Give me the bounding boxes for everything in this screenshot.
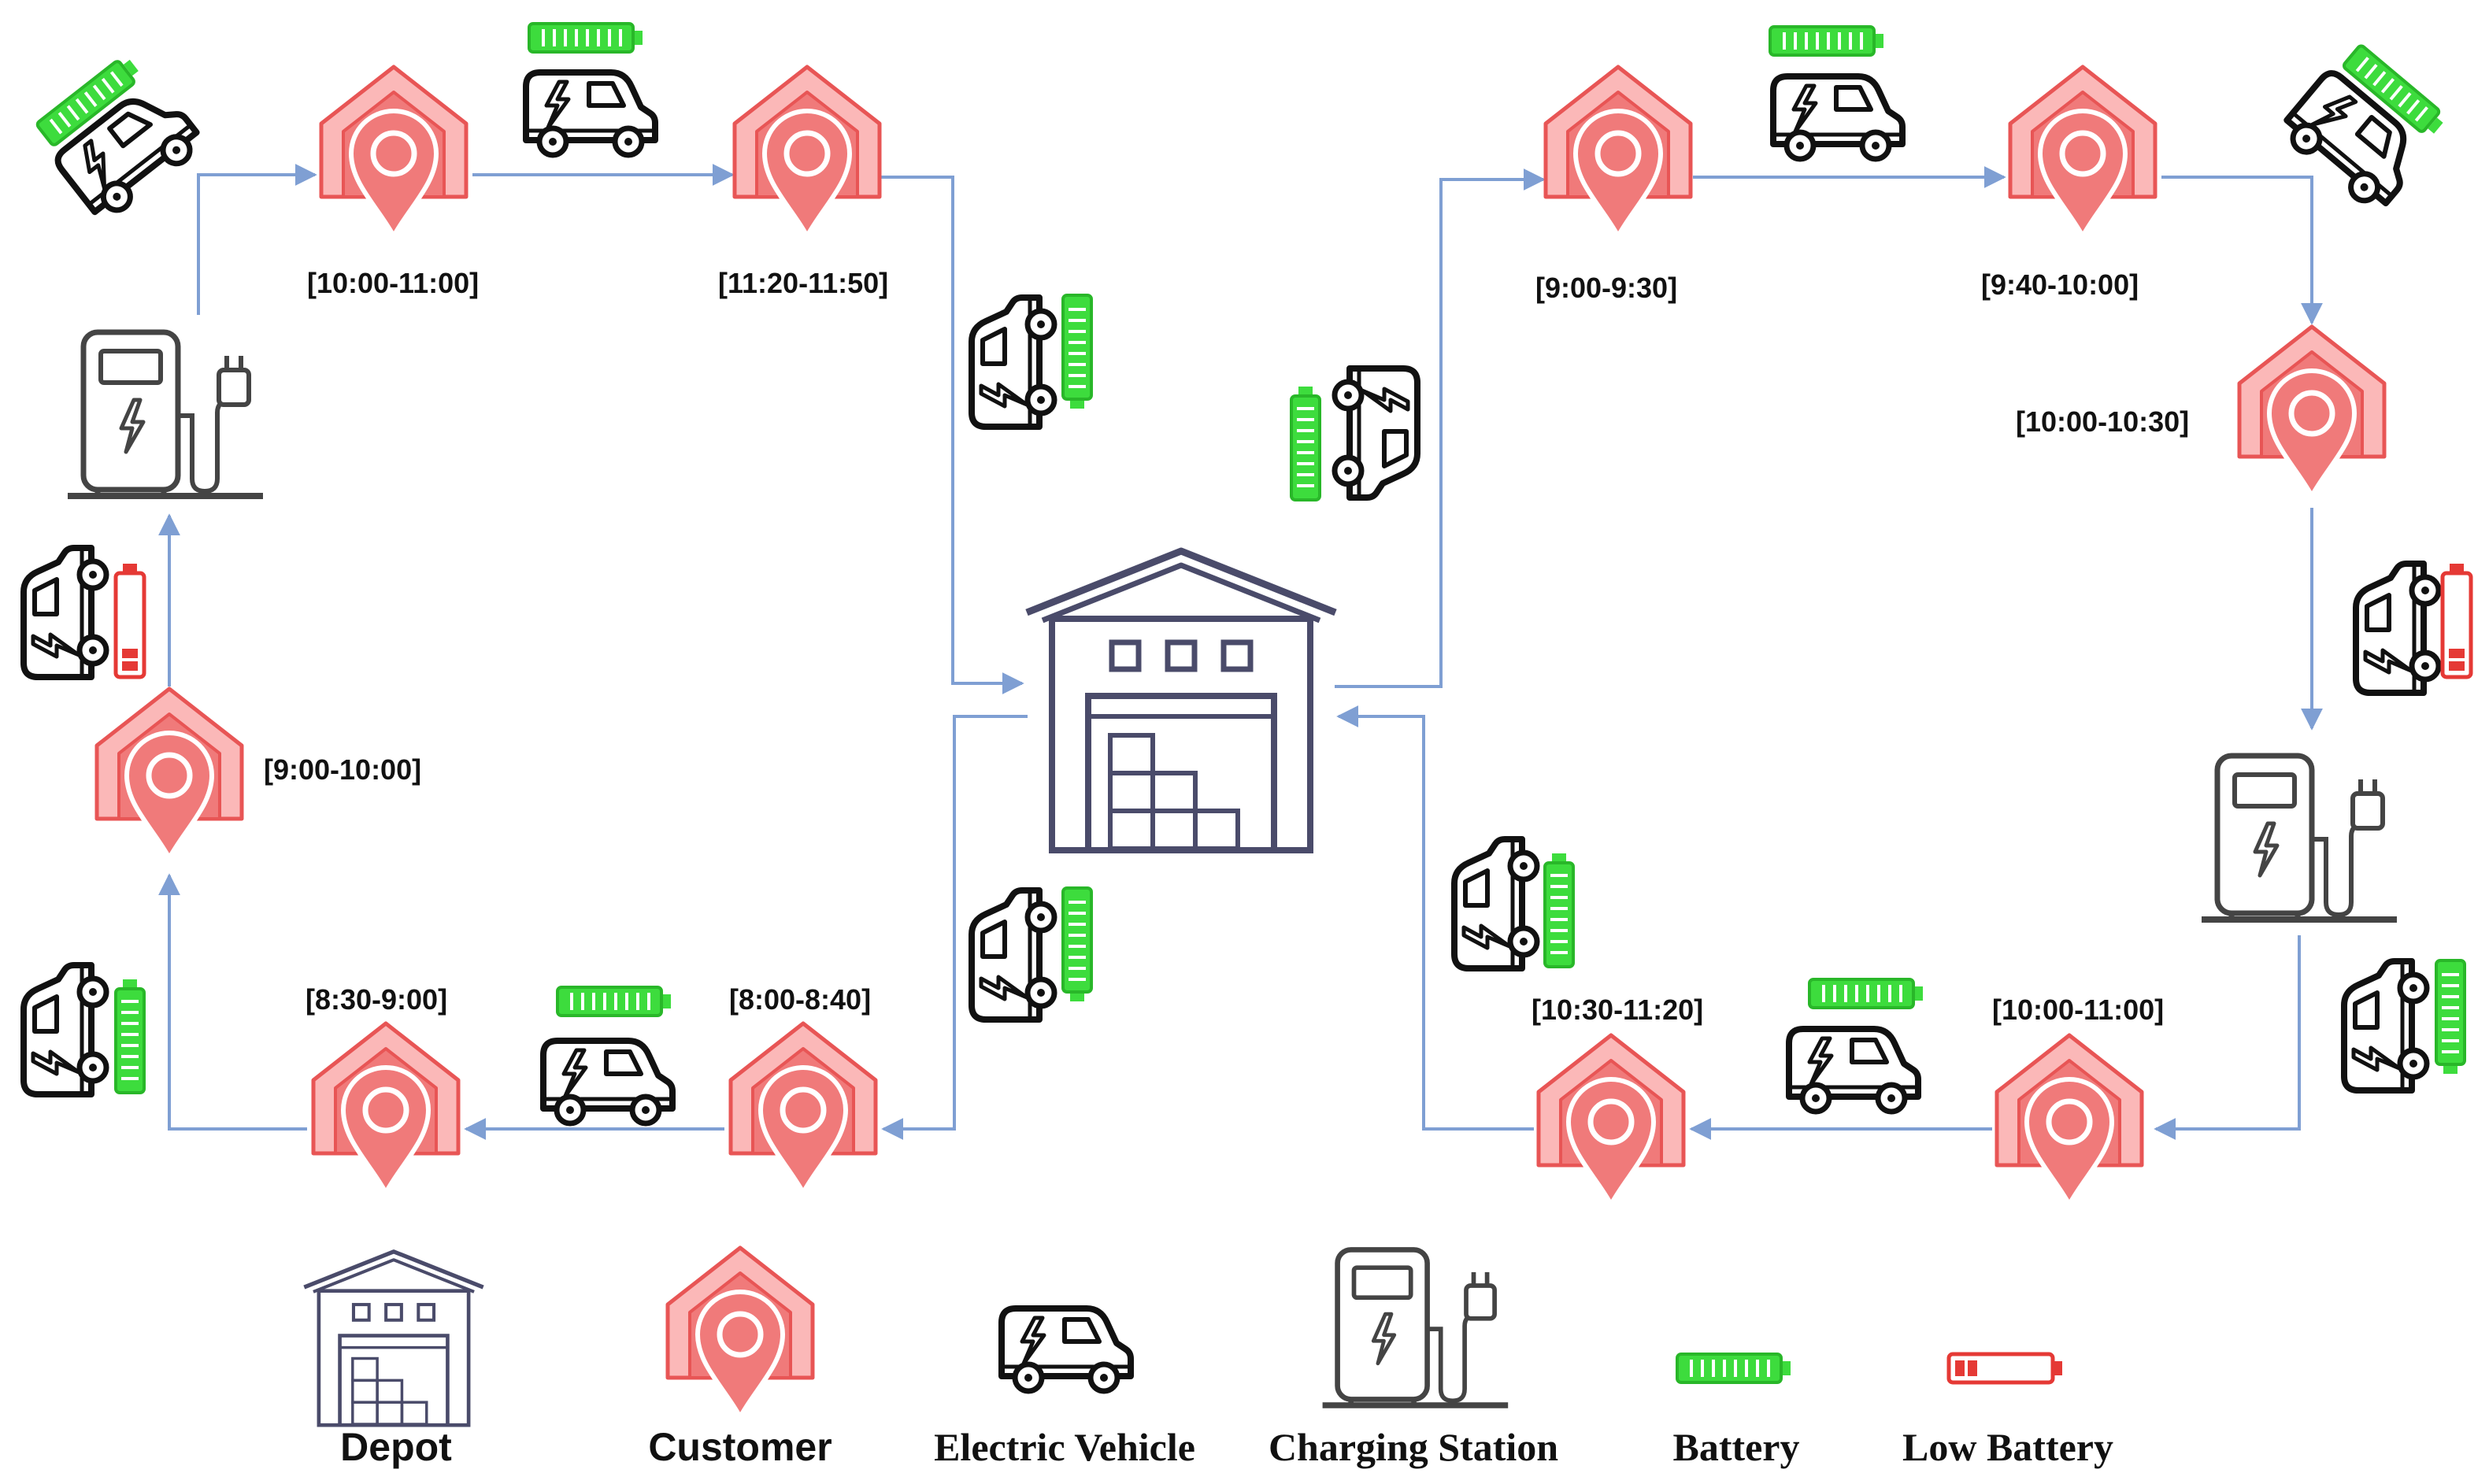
route-depot-to-r1 xyxy=(1335,168,1546,688)
customer-icon xyxy=(668,1248,813,1417)
battery-icon xyxy=(114,978,146,1094)
electric-vehicle-icon xyxy=(1002,1308,1131,1391)
legend-electric-vehicle: Electric Vehicle xyxy=(934,1308,1195,1469)
customer-icon xyxy=(735,67,880,236)
electric-vehicle-icon xyxy=(526,72,655,155)
legend-label: Low Battery xyxy=(1902,1425,2113,1469)
legend-battery: Battery xyxy=(1672,1353,1800,1469)
route-depot-to-c4 xyxy=(881,715,1028,1140)
time-window-label: [10:00-10:30] xyxy=(2016,405,2189,438)
route-charger-to-r4 xyxy=(2154,935,2301,1140)
right-route-vehicles xyxy=(1290,25,2471,1112)
battery-icon xyxy=(1769,25,1885,57)
route-c5-to-c1 xyxy=(158,873,307,1131)
left-route-lines xyxy=(158,164,1028,1140)
electric-vehicle-icon xyxy=(2277,43,2450,215)
battery-icon xyxy=(1676,1353,1792,1384)
time-window-label: [10:30-11:20] xyxy=(1532,994,1703,1026)
customer-icon xyxy=(1546,67,1691,236)
electric-vehicle-icon xyxy=(2344,961,2427,1090)
left-route-vehicles xyxy=(24,22,1093,1123)
legend-label: Customer xyxy=(648,1425,832,1469)
charging-station-icon xyxy=(2202,756,2397,920)
legend-low-battery: Low Battery xyxy=(1902,1354,2113,1469)
time-window-label: [10:00-11:00] xyxy=(1992,994,2164,1026)
legend-label: Depot xyxy=(340,1425,452,1469)
time-window-label: [9:00-10:00] xyxy=(264,753,421,786)
electric-vehicle-icon xyxy=(1335,368,1417,498)
battery-icon xyxy=(1808,978,1924,1009)
customer-icon xyxy=(313,1023,458,1193)
customer-icon xyxy=(1997,1035,2142,1205)
legend-label: Battery xyxy=(1672,1425,1799,1469)
time-window-label: [11:20-11:50] xyxy=(718,267,888,299)
legend-label: Charging Station xyxy=(1269,1425,1558,1469)
electric-vehicle-icon xyxy=(24,548,106,677)
electric-vehicle-icon xyxy=(2356,564,2439,693)
customer-icon xyxy=(2239,327,2384,496)
legend-depot: Depot xyxy=(304,1252,483,1469)
customer-icon xyxy=(97,689,242,858)
depot-icon xyxy=(1027,551,1335,850)
time-window-label: [9:40-10:00] xyxy=(1981,268,2139,301)
electric-vehicle-icon xyxy=(24,965,106,1094)
legend-customer: Customer xyxy=(648,1248,832,1469)
route-r5-to-depot xyxy=(1336,705,1534,1131)
battery-icon xyxy=(556,986,672,1017)
customer-icon xyxy=(1539,1035,1683,1205)
charging-station-icon xyxy=(1323,1249,1509,1405)
customer-icon xyxy=(2010,67,2155,236)
battery-icon xyxy=(2435,959,2466,1075)
low-battery-icon xyxy=(2443,564,2471,677)
legend: Depot Customer Electric Vehicle Charging… xyxy=(304,1248,2113,1469)
low-battery-icon xyxy=(116,564,144,677)
electric-vehicle-icon xyxy=(34,52,206,224)
battery-icon xyxy=(1061,886,1093,1003)
battery-icon xyxy=(528,22,644,54)
left-route-time-windows: [10:00-11:00] [11:20-11:50] [9:00-10:00]… xyxy=(264,267,888,1016)
right-route-customers xyxy=(1539,67,2384,1205)
charging-station-icon xyxy=(68,332,263,496)
electric-vehicle-icon xyxy=(1454,839,1537,968)
right-route-time-windows: [9:00-9:30] [9:40-10:00] [10:00-10:30] [… xyxy=(1532,268,2189,1026)
battery-icon xyxy=(1290,385,1321,501)
route-c3-to-depot xyxy=(874,176,1024,694)
depot-icon xyxy=(304,1252,483,1425)
time-window-label: [8:00-8:40] xyxy=(729,983,871,1016)
customer-icon xyxy=(321,67,466,236)
battery-icon xyxy=(1061,294,1093,410)
right-route-lines xyxy=(1335,166,2323,1140)
electric-vehicle-icon xyxy=(972,298,1054,427)
electric-vehicle-icon xyxy=(1773,76,1902,159)
battery-icon xyxy=(1543,852,1575,968)
route-r2-to-r3 xyxy=(2161,176,2323,325)
legend-label: Electric Vehicle xyxy=(934,1425,1195,1469)
legend-charging-station: Charging Station xyxy=(1269,1249,1558,1469)
time-window-label: [10:00-11:00] xyxy=(307,267,479,299)
electric-vehicle-icon xyxy=(972,890,1054,1020)
time-window-label: [8:30-9:00] xyxy=(306,983,447,1016)
left-route-customers xyxy=(97,67,880,1193)
electric-vehicle-icon xyxy=(1789,1029,1918,1112)
route-charger-to-c2 xyxy=(197,164,317,315)
time-window-label: [9:00-9:30] xyxy=(1535,272,1677,304)
customer-icon xyxy=(731,1023,876,1193)
electric-vehicle-icon xyxy=(543,1041,672,1123)
low-battery-icon xyxy=(1949,1354,2062,1382)
